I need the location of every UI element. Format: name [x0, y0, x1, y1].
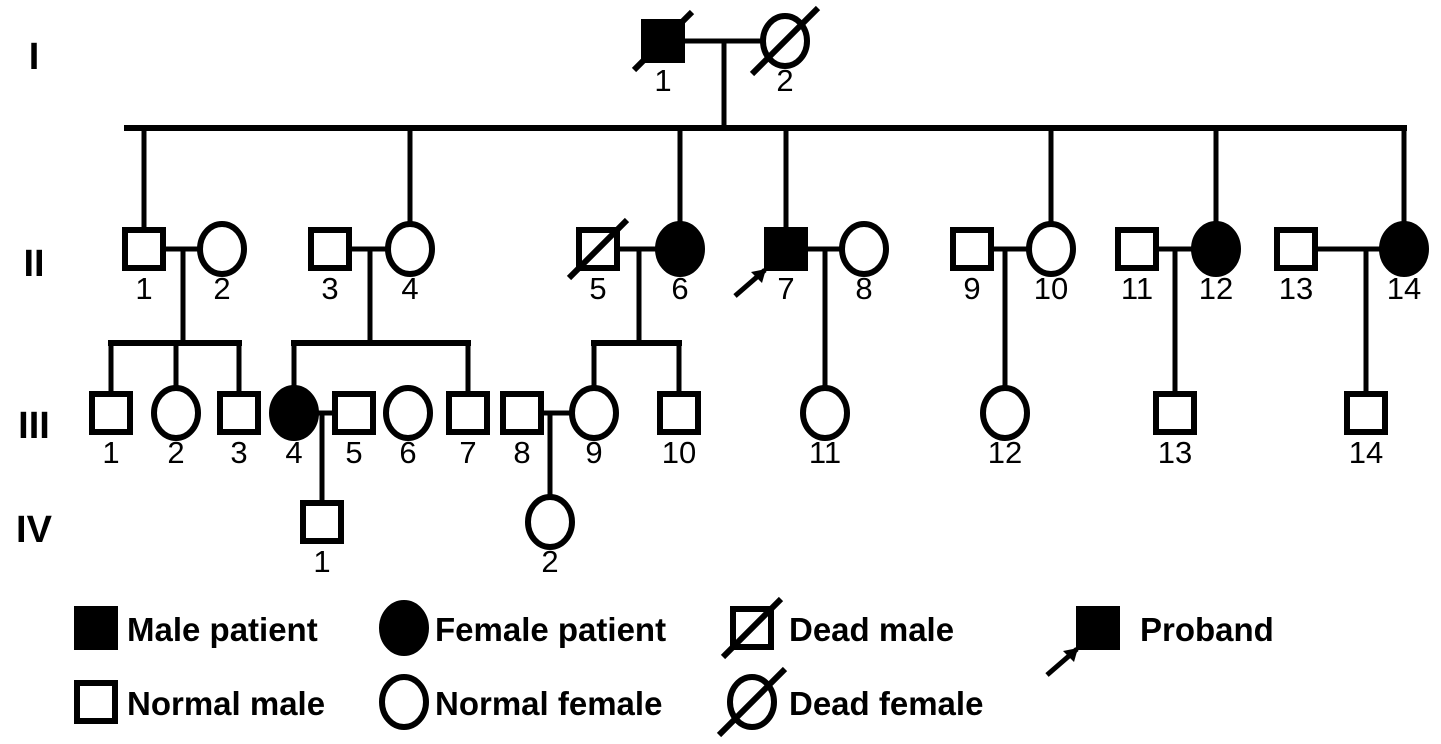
individual-id-label-III-7: 7 [459, 435, 476, 470]
individual-III-4-circle-symbol [269, 385, 319, 441]
individual-III-8-square-symbol [500, 391, 544, 435]
individual-III-5-square-symbol [332, 391, 376, 435]
individual-id-label-I-2: 2 [776, 63, 793, 98]
individual-III-12-circle-symbol [980, 385, 1030, 441]
individual-II-5-deceased-slash-icon [566, 217, 630, 281]
individual-id-label-I-1: 1 [654, 63, 671, 98]
legend-female-patient-circle-symbol [379, 600, 429, 656]
legend-label-female-patient: Female patient [435, 611, 666, 648]
individual-id-label-II-2: 2 [213, 271, 230, 306]
legend-label-dead-female: Dead female [789, 685, 983, 722]
individual-II-4-circle-symbol [385, 221, 435, 277]
individual-III-3-square-symbol [217, 391, 261, 435]
legend-normal-male-square-symbol [74, 680, 118, 724]
individual-id-label-II-13: 13 [1279, 271, 1313, 306]
individual-I-1-deceased-slash-icon [631, 9, 695, 73]
individual-id-label-II-5: 5 [589, 271, 606, 306]
individual-II-10-circle-symbol [1026, 221, 1076, 277]
individual-id-label-III-14: 14 [1349, 435, 1383, 470]
individual-IV-2-circle-symbol [525, 494, 575, 550]
connection-lines-layer [108, 38, 1407, 508]
individual-id-label-III-10: 10 [662, 435, 696, 470]
individual-III-7-square-symbol [446, 391, 490, 435]
individual-II-3-square-symbol [308, 227, 352, 271]
individual-II-2-circle-symbol [197, 221, 247, 277]
legend-dead-male-deceased-slash-icon [720, 596, 784, 660]
individual-id-label-II-10: 10 [1034, 271, 1068, 306]
individual-II-7-square-symbol [764, 227, 808, 271]
individual-id-label-II-11: 11 [1121, 271, 1153, 306]
legend-layer: Male patient Female patient Dead male Proba… [74, 596, 1274, 738]
individual-id-label-II-6: 6 [671, 271, 688, 306]
generation-label-II: II [23, 243, 44, 285]
individual-II-13-square-symbol [1274, 227, 1318, 271]
individual-id-label-III-8: 8 [513, 435, 530, 470]
legend-label-normal-male: Normal male [127, 685, 325, 722]
individual-id-label-II-8: 8 [855, 271, 872, 306]
individual-id-label-III-2: 2 [167, 435, 184, 470]
individual-III-10-square-symbol [657, 391, 701, 435]
individual-I-2-deceased-slash-icon [749, 5, 821, 77]
generation-label-I: I [29, 36, 40, 78]
generation-label-IV: IV [16, 509, 53, 551]
legend-label-dead-male: Dead male [789, 611, 954, 648]
individual-II-7-proband-arrowhead-icon [751, 269, 766, 283]
legend-male-patient-square-symbol [74, 606, 118, 650]
individual-id-label-II-3: 3 [321, 271, 338, 306]
individual-II-6-circle-symbol [655, 221, 705, 277]
individual-id-label-III-9: 9 [585, 435, 602, 470]
individual-id-label-III-13: 13 [1158, 435, 1192, 470]
legend-label-male-patient: Male patient [127, 611, 318, 648]
individual-id-label-III-1: 1 [102, 435, 119, 470]
individual-III-11-circle-symbol [800, 385, 850, 441]
individual-II-14-circle-symbol [1379, 221, 1429, 277]
individual-id-label-II-12: 12 [1199, 271, 1233, 306]
legend-normal-female-circle-symbol [379, 674, 429, 730]
legend-dead-female-deceased-slash-icon [716, 666, 788, 738]
individual-id-label-III-11: 11 [809, 435, 841, 470]
individual-III-2-circle-symbol [151, 385, 201, 441]
individual-III-14-square-symbol [1344, 391, 1388, 435]
individual-id-label-II-7: 7 [777, 271, 794, 306]
individual-II-11-square-symbol [1115, 227, 1159, 271]
individual-id-label-II-1: 1 [135, 271, 152, 306]
individual-II-1-square-symbol [122, 227, 166, 271]
legend-proband-proband-arrowhead-icon [1063, 648, 1078, 662]
individual-id-label-III-12: 12 [988, 435, 1022, 470]
generation-label-III: III [18, 405, 50, 447]
legend-label-normal-female: Normal female [435, 685, 662, 722]
individual-id-label-IV-1: 1 [313, 544, 330, 579]
individual-III-13-square-symbol [1153, 391, 1197, 435]
individual-id-label-II-14: 14 [1387, 271, 1421, 306]
individual-id-label-II-4: 4 [401, 271, 418, 306]
individual-id-label-II-9: 9 [963, 271, 980, 306]
individual-II-12-circle-symbol [1191, 221, 1241, 277]
legend-proband-square-symbol [1076, 606, 1120, 650]
individual-III-1-square-symbol [89, 391, 133, 435]
individual-id-label-III-4: 4 [285, 435, 302, 470]
individual-III-9-circle-symbol [569, 385, 619, 441]
legend-label-proband: Proband [1140, 611, 1274, 648]
individual-id-label-IV-2: 2 [541, 544, 558, 579]
individual-IV-1-square-symbol [300, 500, 344, 544]
individual-id-label-III-5: 5 [345, 435, 362, 470]
individual-symbols-layer [89, 5, 1429, 550]
individual-II-9-square-symbol [950, 227, 994, 271]
individual-II-8-circle-symbol [839, 221, 889, 277]
individual-id-label-III-6: 6 [399, 435, 416, 470]
individual-id-label-III-3: 3 [230, 435, 247, 470]
individual-III-6-circle-symbol [383, 385, 433, 441]
